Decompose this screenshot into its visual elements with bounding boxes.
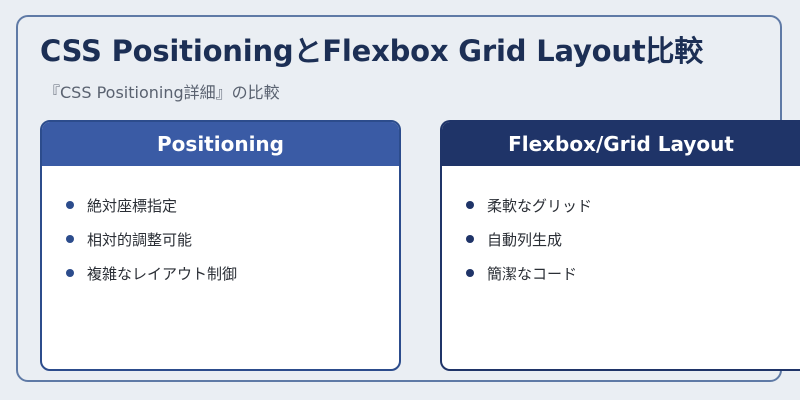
bullet-icon [66,235,74,243]
list-item-label: 複雑なレイアウト制御 [87,264,238,283]
page-subtitle: 『CSS Positioning詳細』の比較 [44,83,280,102]
list-item: 相対的調整可能 [66,222,399,256]
list-item: 簡潔なコード [466,256,800,290]
list-item: 複雑なレイアウト制御 [66,256,399,290]
list-item: 絶対座標指定 [66,188,399,222]
bullet-icon [466,235,474,243]
list-item: 自動列生成 [466,222,800,256]
list-item-label: 絶対座標指定 [87,196,178,215]
list-item-label: 自動列生成 [487,230,563,249]
flexbox-grid-card: Flexbox/Grid Layout 柔軟なグリッド 自動列生成 簡潔なコード [440,120,800,371]
list-item-label: 簡潔なコード [487,264,578,283]
list-item-label: 相対的調整可能 [87,230,193,249]
bullet-icon [66,201,74,209]
list-item-label: 柔軟なグリッド [487,196,593,215]
page-title: CSS PositioningとFlexbox Grid Layout比較 [40,34,704,68]
bullet-icon [466,269,474,277]
flexbox-grid-list: 柔軟なグリッド 自動列生成 簡潔なコード [442,166,800,290]
positioning-list: 絶対座標指定 相対的調整可能 複雑なレイアウト制御 [42,166,399,290]
flexbox-grid-card-header: Flexbox/Grid Layout [442,122,800,166]
list-item: 柔軟なグリッド [466,188,800,222]
positioning-card: Positioning 絶対座標指定 相対的調整可能 複雑なレイアウト制御 [40,120,401,371]
positioning-card-header: Positioning [42,122,399,166]
bullet-icon [466,201,474,209]
bullet-icon [66,269,74,277]
